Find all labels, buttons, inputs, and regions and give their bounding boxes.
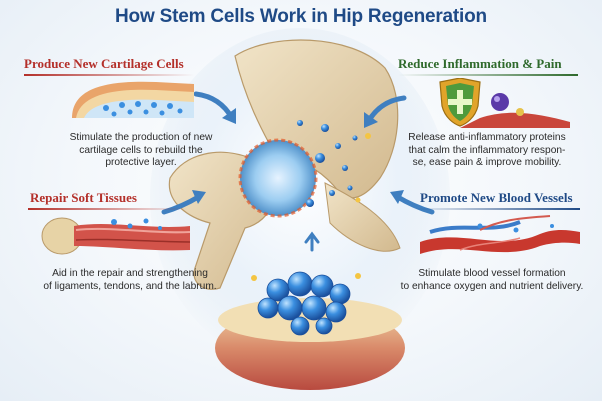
inflammation-heading: Reduce Inflammation & Pain (398, 56, 562, 71)
text-line: Aid in the repair and strengthening (52, 268, 208, 279)
ligament-tendon-icon (41, 217, 190, 255)
page-title: How Stem Cells Work in Hip Regeneration (115, 6, 487, 27)
arrow-icon (193, 91, 236, 124)
text-line: cartilage cells to rebuild the (79, 144, 203, 156)
blood-vessels-description: Stimulate blood vessel formation to enha… (392, 268, 592, 293)
text-line: that calm the inflammatory respon- (408, 144, 566, 156)
text-line: Release anti-inflammatory proteins (408, 132, 566, 143)
inflammation-description: Release anti-inflammatory proteins that … (392, 132, 582, 170)
inflammation-divider (398, 74, 578, 76)
text-line: of ligaments, tendons, and the labrum. (43, 280, 217, 292)
text-line: protective layer. (105, 157, 177, 168)
cartilage-description: Stimulate the production of new cartilag… (56, 132, 226, 170)
blood-vessel-icon (420, 215, 580, 254)
cartilage-divider (24, 74, 194, 76)
soft-tissue-heading: Repair Soft Tissues (30, 190, 137, 205)
text-line: to enhance oxygen and nutrient delivery. (400, 280, 584, 292)
text-line: Stimulate the production of new (69, 132, 213, 143)
arrow-icon (364, 95, 407, 128)
arrow-icon (390, 190, 435, 215)
blood-vessels-divider (410, 208, 580, 210)
blood-vessels-heading: Promote New Blood Vessels (420, 190, 573, 205)
text-line: se, ease pain & improve mobility. (412, 157, 562, 168)
shield-cross-icon (439, 78, 570, 128)
text-line: Stimulate blood vessel formation (418, 268, 566, 279)
cartilage-cross-section-icon (72, 81, 194, 118)
cartilage-heading: Produce New Cartilage Cells (24, 56, 184, 71)
soft-tissue-divider (28, 208, 188, 210)
arrow-icon (161, 190, 206, 215)
soft-tissue-description: Aid in the repair and strengthening of l… (30, 268, 230, 293)
